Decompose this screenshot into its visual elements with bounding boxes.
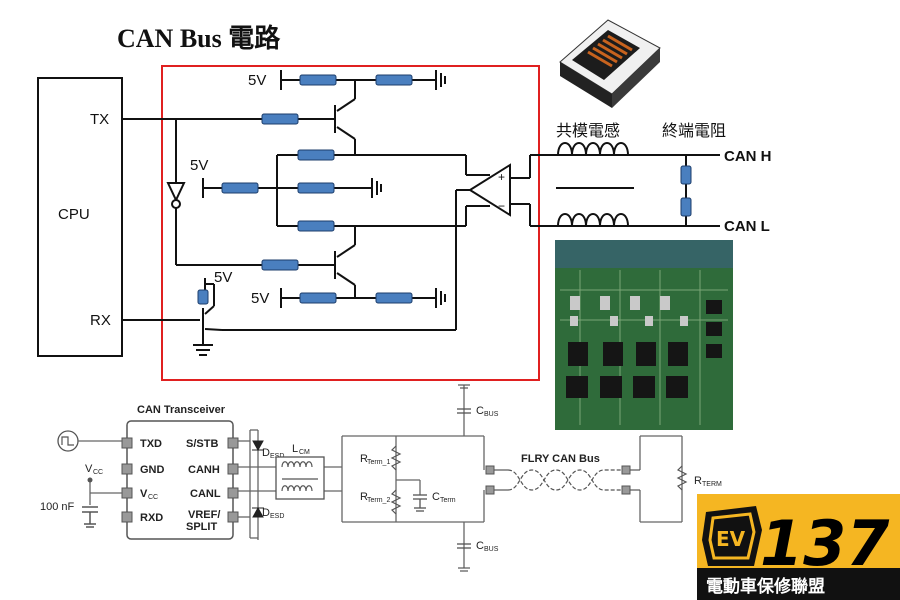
cterm-capacitor (413, 494, 427, 512)
choke-label: 共模電感 (556, 121, 620, 140)
resistor (221, 182, 259, 194)
vcc-node (87, 477, 93, 483)
lcm-choke (275, 456, 325, 500)
transceiver-pins (121, 437, 239, 523)
logo-number: 137 (760, 507, 890, 580)
op-amp: + − (468, 163, 511, 217)
cbus-label-bot: C (476, 540, 484, 552)
esd-diode (252, 440, 264, 518)
termination-resistor (680, 165, 692, 185)
pin-canl: CANL (190, 488, 221, 500)
lcm-label: L (292, 443, 298, 455)
brand-logo: EV 137 電動車保修聯盟 (697, 494, 900, 600)
pin-vcc: V (140, 488, 148, 500)
rterm-sub: TERM (702, 481, 722, 488)
resistor (375, 74, 413, 86)
desd-label-top: D (262, 447, 270, 459)
logo-text: 電動車保修聯盟 (706, 576, 825, 597)
resistor (297, 149, 335, 161)
cbus-capacitor (457, 408, 471, 549)
lcm-coils (281, 461, 318, 492)
supply-label: 5V (248, 72, 266, 89)
cterm-sub: Term (440, 497, 456, 504)
bus-label: FLRY CAN Bus (521, 453, 600, 465)
opamp-minus: − (498, 199, 505, 213)
pin-vcc-sub: CC (148, 494, 158, 501)
rterm1-label: R (360, 453, 368, 465)
transceiver-title: CAN Transceiver (137, 404, 226, 416)
supply-label: 5V (190, 157, 208, 174)
split-termination (390, 445, 402, 515)
pin-sstb: S/STB (186, 438, 218, 450)
termination-label: 終端電阻 (662, 121, 726, 140)
vcc-sub: CC (93, 469, 103, 476)
resistor (299, 74, 337, 86)
resistor (197, 289, 209, 305)
resistor (297, 220, 335, 232)
rterm1-sub: Term_1 (367, 459, 390, 466)
canl-label: CAN L (724, 218, 770, 235)
lcm-sub: CM (299, 449, 310, 456)
cbus-label-top: C (476, 405, 484, 417)
decoupling-capacitor (82, 506, 98, 528)
resistor (297, 182, 335, 194)
transceiver-chip (126, 420, 234, 540)
pin-canh: CANH (188, 464, 220, 476)
pin-split: SPLIT (186, 521, 217, 533)
pin-vref: VREF/ (188, 509, 220, 521)
ev-badge-text: EV (716, 527, 746, 551)
top-resistors (197, 74, 692, 305)
opamp-plus: + (498, 170, 505, 184)
resistor (375, 292, 413, 304)
vcc-label: V (85, 463, 93, 475)
cterm-label: C (432, 491, 440, 503)
rterm-label: R (694, 475, 702, 487)
twisted-pair (494, 469, 640, 491)
inductor-component-image (559, 19, 661, 108)
common-mode-choke (556, 142, 634, 227)
cpu-block (37, 77, 123, 357)
canh-label: CAN H (724, 148, 772, 165)
rx-label: RX (90, 312, 111, 329)
pin-gnd: GND (140, 464, 165, 476)
termination-resistor (680, 197, 692, 217)
tx-label: TX (90, 111, 109, 128)
pin-rxd: RXD (140, 512, 163, 524)
ground-symbols (193, 70, 446, 356)
supply-label: 5V (214, 269, 232, 286)
ground-symbols-bottom (458, 384, 470, 572)
cpu-label: CPU (58, 206, 90, 223)
cap-label: 100 nF (40, 501, 75, 513)
desd-sub-bot: ESD (270, 513, 284, 520)
resistor (299, 292, 337, 304)
diagram-title: CAN Bus 電路 (117, 23, 281, 53)
pin-txd: TXD (140, 438, 162, 450)
signal-source-icon (57, 430, 79, 452)
rterm-resistor (676, 465, 688, 491)
resistor (261, 259, 299, 271)
cbus-sub-bot: BUS (484, 546, 499, 553)
pcb-photo (555, 240, 733, 430)
resistor (261, 113, 299, 125)
rterm2-label: R (360, 491, 368, 503)
highlight-box (161, 65, 540, 381)
desd-label-bot: D (262, 507, 270, 519)
supply-label: 5V (251, 290, 269, 307)
cbus-sub-top: BUS (484, 411, 499, 418)
inverter-gate (166, 182, 186, 209)
ev-badge-icon: EV (702, 506, 762, 566)
rterm2-sub: Term_2 (367, 497, 390, 504)
